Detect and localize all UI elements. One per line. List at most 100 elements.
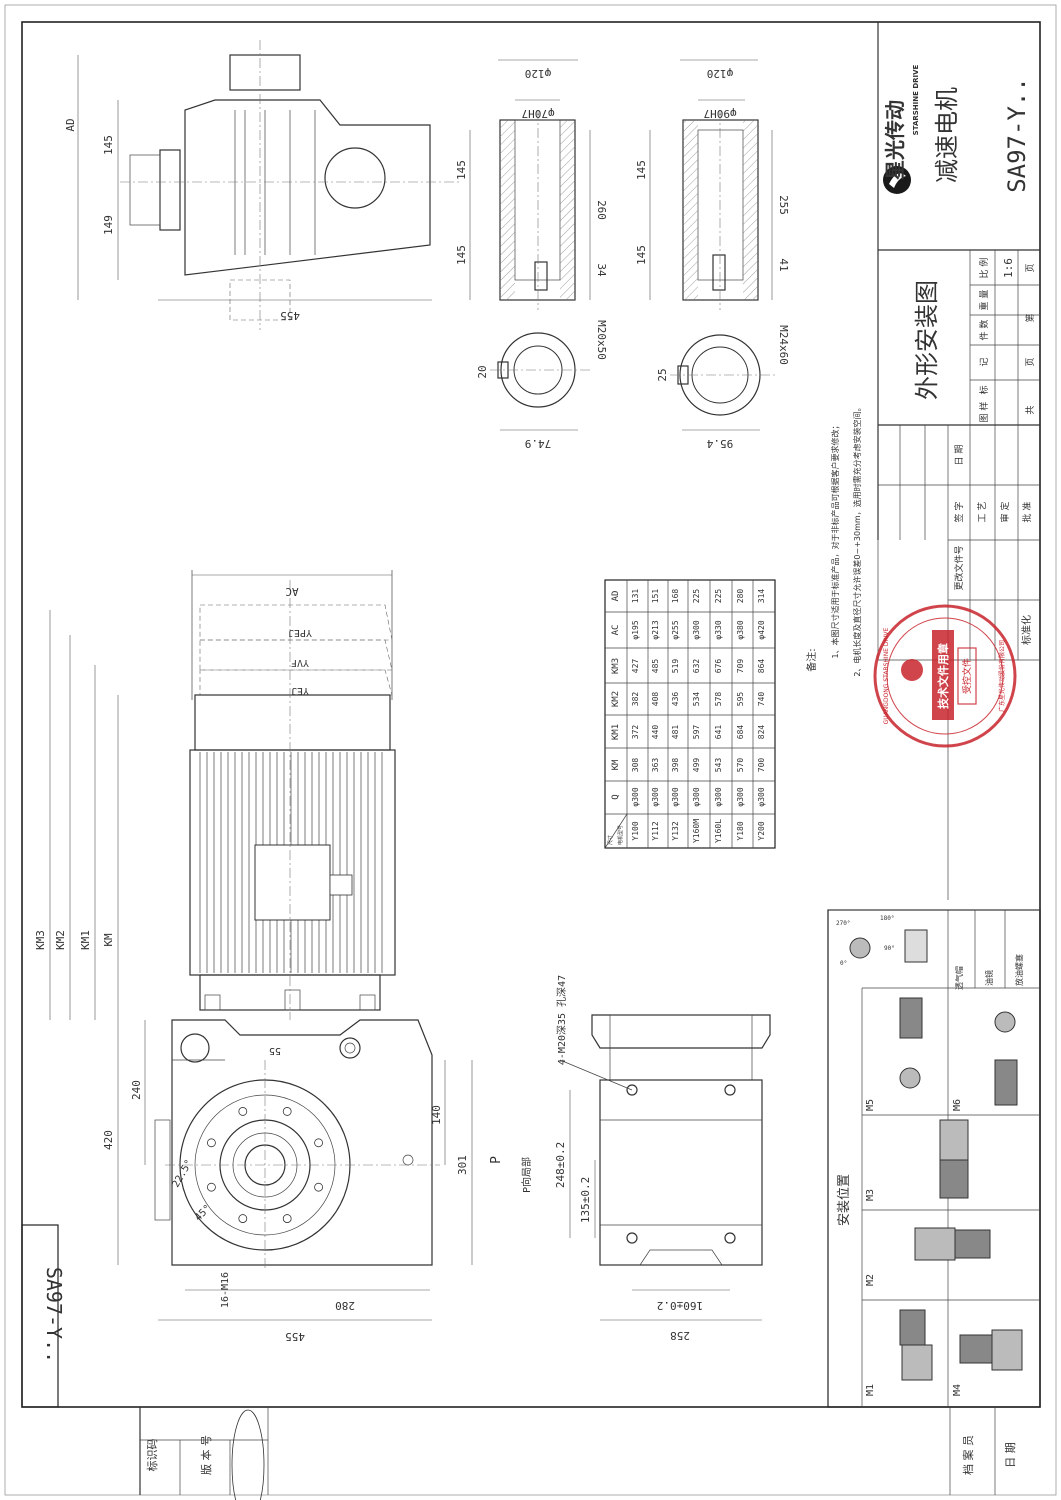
table-cell: φ300 bbox=[692, 620, 701, 639]
bore2-key: 25 bbox=[656, 368, 669, 381]
table-cell: 824 bbox=[757, 725, 766, 740]
side-view bbox=[559, 1014, 771, 1321]
mount-thumb-top bbox=[849, 929, 928, 963]
table-cell: φ195 bbox=[631, 620, 640, 639]
mount-label-m4: M4 bbox=[952, 1384, 963, 1396]
table-cell: 427 bbox=[631, 659, 640, 674]
bore2-thread: M24x60 bbox=[777, 325, 790, 365]
p-view-label: P向局部 bbox=[520, 1157, 533, 1193]
dim-280: 280 bbox=[335, 1299, 355, 1312]
table-cell: 151 bbox=[651, 589, 660, 604]
bottom-date-label: 日 期 bbox=[1004, 1442, 1017, 1468]
dim-ac: AC bbox=[285, 585, 298, 598]
bore2-255: 255 bbox=[777, 195, 790, 215]
flange-bolt-hole bbox=[238, 1214, 248, 1223]
motor-dimension-table bbox=[604, 579, 776, 849]
table-row-model: Y100 bbox=[631, 821, 640, 840]
bore-section-2 bbox=[649, 59, 775, 431]
table-cell: 280 bbox=[736, 589, 745, 604]
dim-240: 240 bbox=[130, 1080, 143, 1100]
mount-label-m6: M6 bbox=[952, 1099, 963, 1111]
angle-90: 90° bbox=[884, 945, 895, 952]
dim-455-front: 455 bbox=[285, 1330, 305, 1343]
bore1-74: 74.9 bbox=[525, 437, 552, 450]
table-cell: 641 bbox=[714, 725, 723, 740]
dim-301: 301 bbox=[456, 1155, 469, 1175]
note-1: 1、本图尺寸适用于标准产品，对于非标产品可根据客户要求修改； bbox=[830, 421, 840, 658]
table-cell: φ300 bbox=[757, 787, 766, 806]
dim-km: KM bbox=[102, 933, 115, 947]
bore2-145-a: 145 bbox=[635, 160, 648, 180]
table-header-km: KM bbox=[611, 759, 621, 770]
table-cell: 543 bbox=[714, 758, 723, 773]
dim-258: 258 bbox=[670, 1329, 690, 1342]
bore1-260: 260 bbox=[595, 200, 608, 220]
bore1-145-b: 145 bbox=[455, 245, 468, 265]
brand-name-en: STARSHINE DRIVE bbox=[912, 64, 920, 135]
total-label: 共 bbox=[1025, 405, 1036, 414]
front-view bbox=[49, 570, 473, 1321]
bore2-outer-dia: φ120 bbox=[707, 67, 734, 80]
mount-label-m1: M1 bbox=[865, 1384, 876, 1396]
table-corner-bottom: 电机型号 bbox=[617, 825, 624, 845]
bore1-34: 34 bbox=[595, 263, 608, 277]
label-ypej: YPEJ bbox=[288, 627, 312, 638]
dim-km2: KM2 bbox=[54, 930, 67, 950]
approve-label: 批 准 bbox=[1021, 502, 1033, 523]
bore1-outer-dia: φ120 bbox=[525, 67, 552, 80]
table-row-model: Y112 bbox=[651, 821, 660, 840]
outer-border bbox=[4, 4, 1057, 1496]
bore2-bore-dia: φ90H7 bbox=[703, 107, 736, 120]
dim-135: 135±0.2 bbox=[579, 1177, 592, 1223]
table-header-km2: KM2 bbox=[611, 691, 621, 707]
dim-140: 140 bbox=[430, 1105, 443, 1125]
flange-bolt-hole bbox=[314, 1138, 323, 1148]
terminal-box bbox=[329, 874, 353, 896]
motor-nameplate bbox=[254, 844, 331, 921]
mounting-title: 安装位置 bbox=[837, 1174, 852, 1226]
label-yvf: YVF bbox=[291, 657, 309, 668]
table-cell: 372 bbox=[631, 725, 640, 740]
page-no-label: 第 bbox=[1024, 313, 1036, 322]
table-header-q: Q bbox=[611, 794, 621, 799]
table-row-model: Y160L bbox=[714, 819, 723, 843]
table-row-model: Y180 bbox=[736, 821, 745, 840]
table-cell: 225 bbox=[692, 589, 701, 604]
dim-145: 145 bbox=[102, 135, 115, 155]
bore1-thread: M20x50 bbox=[595, 320, 608, 360]
note-2: 2、电机长度及直径尺寸允许误差0~+30mm，选用时需充分考虑安装空间。 bbox=[852, 403, 862, 676]
table-cell: φ300 bbox=[692, 787, 701, 806]
bore-section-1 bbox=[469, 59, 591, 431]
drawing-title: 外形安装图 bbox=[913, 280, 941, 400]
bore2-145-b: 145 bbox=[635, 245, 648, 265]
table-cell: 597 bbox=[692, 725, 701, 740]
flange-bolt-hole bbox=[282, 1214, 292, 1223]
side-model-box bbox=[21, 1224, 59, 1408]
table-cell: 709 bbox=[736, 659, 745, 674]
table-cell: φ300 bbox=[671, 787, 680, 806]
brand-name-cn: 星光传动 bbox=[883, 100, 907, 180]
stamp-footer-text: 广东星光传动股份有限公司 bbox=[998, 640, 1006, 712]
qty-label: 件 数 bbox=[978, 320, 990, 341]
flange-bolt-hole bbox=[314, 1182, 323, 1192]
table-header-km1: KM1 bbox=[611, 724, 621, 740]
holes-16-m16: 16-M16 bbox=[220, 1272, 231, 1308]
sample-label: 图 样 bbox=[978, 402, 990, 423]
table-cell: 499 bbox=[692, 758, 701, 773]
table-cell: 519 bbox=[671, 659, 680, 674]
bore2-41: 41 bbox=[777, 258, 790, 271]
sign-label: 签 字 bbox=[953, 502, 965, 523]
review-label: 审 定 bbox=[999, 502, 1011, 523]
table-cell: 578 bbox=[714, 692, 723, 707]
flange-holes bbox=[207, 1107, 323, 1223]
table-cell: φ330 bbox=[714, 620, 723, 639]
legend-breather: 透气帽 bbox=[954, 966, 964, 990]
legend-drain-plug: 放油螺塞 bbox=[1014, 954, 1024, 986]
mount-label-m3: M3 bbox=[865, 1189, 876, 1201]
mount-thumb-m5 bbox=[899, 997, 923, 1089]
table-cell: φ380 bbox=[736, 620, 745, 639]
page-label-2: 页 bbox=[1025, 357, 1036, 366]
table-cell: 485 bbox=[651, 659, 660, 674]
angle-270: 270° bbox=[836, 920, 850, 927]
table-cell: 676 bbox=[714, 659, 723, 674]
